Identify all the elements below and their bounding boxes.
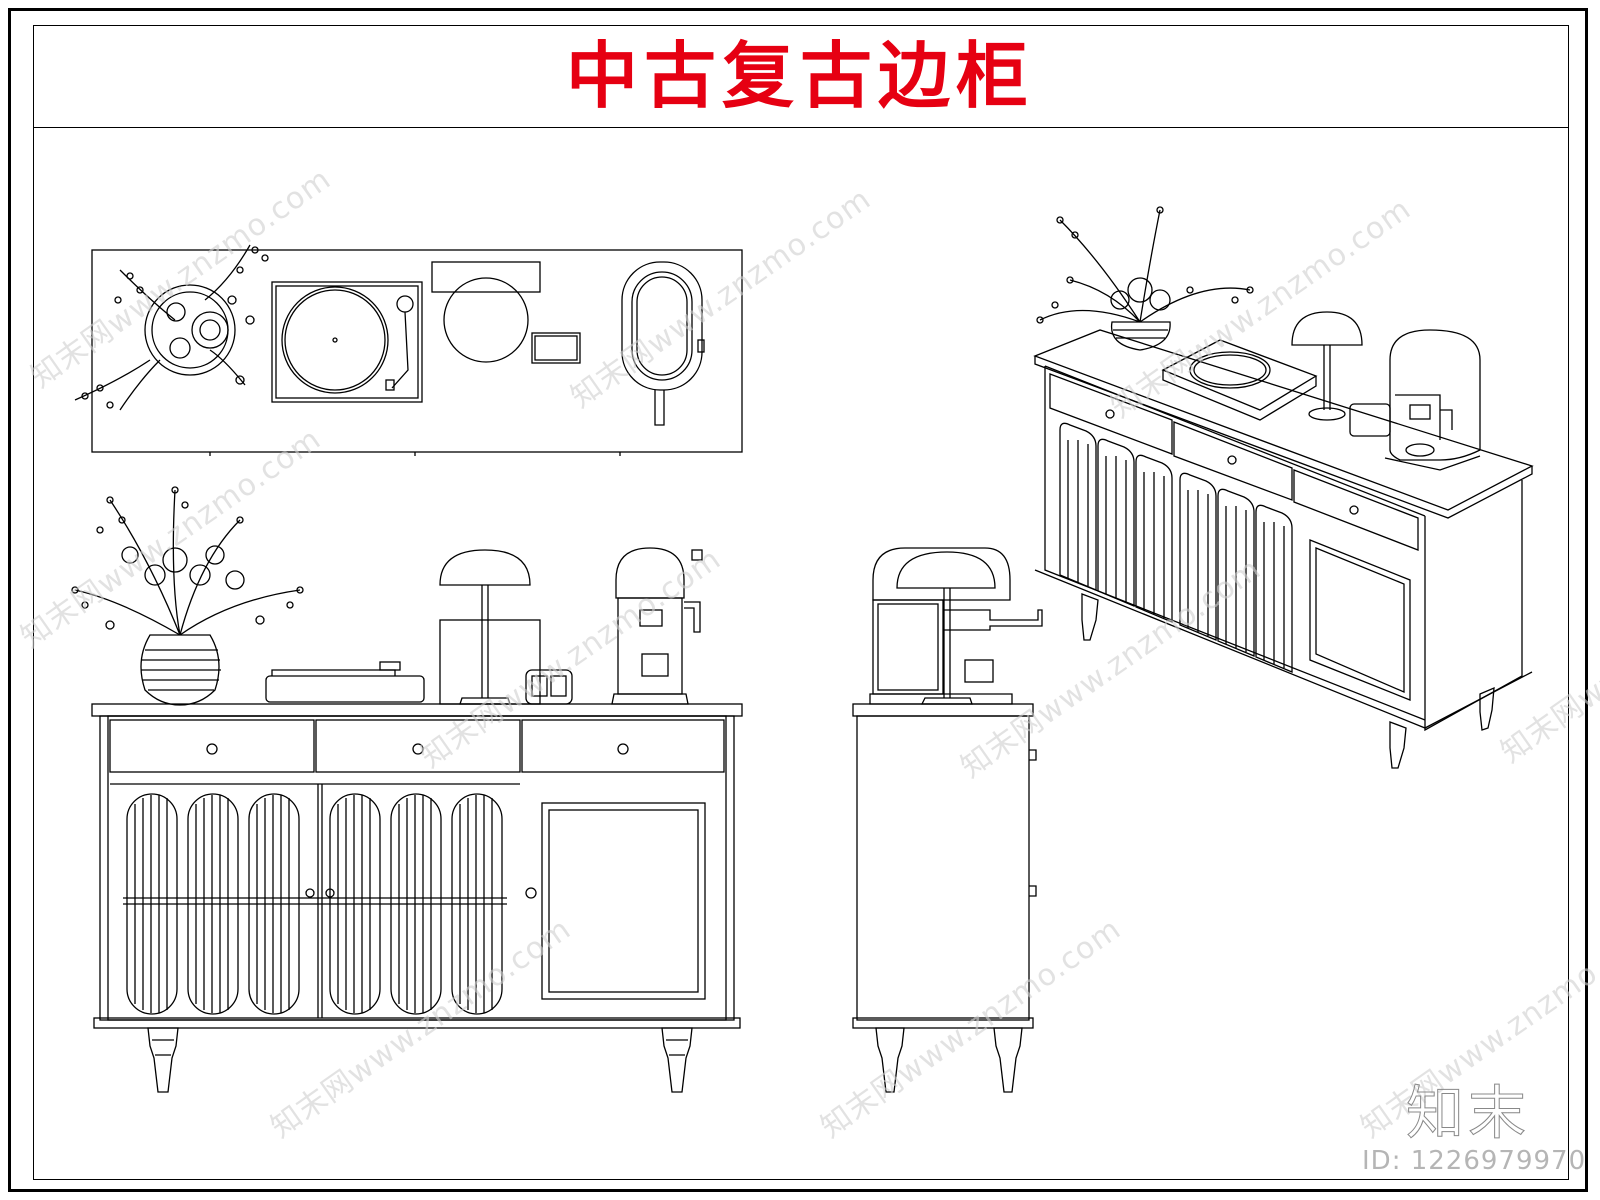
persp-doors (1059, 422, 1411, 701)
persp-lamp (1291, 311, 1363, 421)
plan-top-outline (91, 249, 743, 453)
front-legs (147, 1027, 693, 1093)
drawing-title: 中古复古边柜 (565, 33, 1034, 118)
front-turntable (265, 661, 425, 703)
front-plinth (93, 1017, 741, 1029)
persp-front-edge (1044, 366, 1426, 721)
outer-frame (8, 8, 1588, 1192)
front-countertop (91, 703, 743, 717)
plan-view (74, 244, 743, 456)
side-elevation (852, 547, 1043, 1093)
title-divider (33, 127, 1569, 128)
side-lamp (896, 551, 996, 705)
plan-coffee-machine (621, 261, 705, 426)
front-elevation (71, 486, 743, 1093)
plan-lamp (431, 261, 541, 363)
plan-plant (74, 244, 269, 411)
front-drawers (109, 719, 725, 773)
front-panel-door (525, 802, 706, 1000)
persp-countertop (1033, 329, 1534, 511)
persp-drawers (1049, 373, 1419, 551)
persp-coffee-machine (1384, 329, 1481, 471)
side-cabinet-body (856, 715, 1030, 1021)
brand-logo: 知末 (1405, 1079, 1531, 1148)
persp-plinth (1034, 569, 1533, 729)
front-louver-doors (110, 783, 520, 1018)
front-vase-plant (71, 486, 304, 706)
perspective-view (1033, 206, 1534, 769)
persp-turntable (1161, 339, 1318, 421)
side-coffee-machine (869, 547, 1043, 705)
plan-turntable (271, 281, 423, 403)
inner-frame (33, 25, 1569, 1180)
persp-legs (1081, 593, 1495, 769)
plan-clock (531, 332, 581, 364)
asset-id-label: ID: 1226979970 (1362, 1146, 1587, 1176)
side-plinth (852, 1017, 1034, 1029)
side-legs (875, 1027, 1023, 1093)
front-cabinet-body (99, 715, 735, 1021)
